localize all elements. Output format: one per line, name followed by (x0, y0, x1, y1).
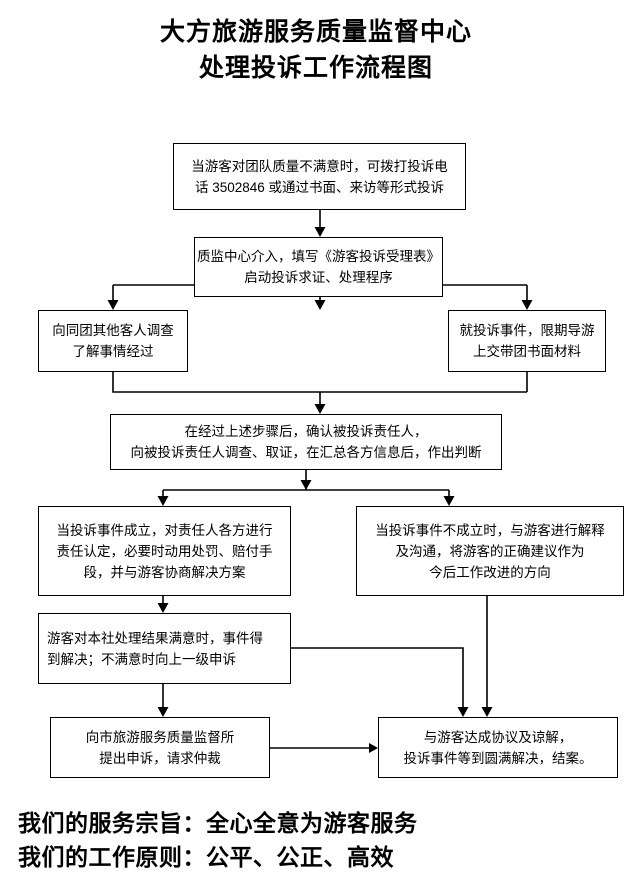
arrowhead-c12 (457, 707, 469, 717)
flow-node-text: 到解决；不满意时向上一级申诉 (47, 651, 236, 667)
arrowhead-c4 (107, 300, 119, 310)
flow-node-n3: 向同团其他客人调查了解事情经过 (38, 310, 188, 372)
arrowhead-c11 (157, 603, 169, 613)
arrowhead-c8 (300, 480, 312, 490)
arrowhead-c1 (314, 227, 326, 237)
flow-node-text: 上交带团书面材料 (473, 344, 581, 359)
flow-node-n5: 在经过上述步骤后，确认被投诉责任人， 向被投诉责任人调查、取证，在汇总各方信息后，… (110, 414, 502, 470)
flow-node-text: 就投诉事件，限期导游 (459, 323, 595, 338)
flow-node-text: 段，并与游客协商解决方案 (83, 564, 246, 580)
arrowhead-c15 (369, 743, 378, 753)
flow-node-n2: 质监中心介入，填写《游客投诉受理表》启动投诉求证、处理程序 (194, 237, 443, 297)
flow-node-n4: 就投诉事件，限期导游上交带团书面材料 (448, 310, 606, 372)
flow-node-text: 责任认定，必要时动用处罚、赔付手 (56, 543, 273, 559)
arrowhead-c14 (157, 707, 169, 717)
flow-node-n1: 当游客对团队质量不满意时，可拨打投诉电话 3502846 或通过书面、来访等形式… (173, 143, 466, 210)
flow-node-text: 当投诉事件成立，对责任人各方进行 (56, 522, 273, 538)
arrowhead-c13 (481, 707, 493, 717)
flow-node-text: 游客对本社处理结果满意时，事件得 (47, 630, 263, 646)
arrowhead-c9 (157, 496, 169, 506)
flow-node-text: 在经过上述步骤后，确认被投诉责任人， (184, 424, 428, 439)
footer-line-1: 我们的服务宗旨：全心全意为游客服务 (18, 810, 418, 836)
flow-node-n10: 与游客达成协议及谅解， 投诉事件等到圆满解决，结案。 (378, 717, 618, 778)
footer-line-2: 我们的工作原则：公平、公正、高效 (18, 844, 394, 870)
flow-node-text: 向被投诉责任人调查、取证，在汇总各方信息后，作出判断 (130, 445, 482, 460)
flow-node-text: 提出申诉，请求仲裁 (99, 750, 221, 766)
flow-node-n7: 当投诉事件不成立时，与游客进行解释及沟通，将游客的正确建议作为今后工作改进的方向 (356, 506, 624, 596)
flow-node-text: 向同团其他客人调查 (52, 323, 174, 338)
flow-node-n9: 向市旅游服务质量监督所提出申诉，请求仲裁 (50, 717, 270, 778)
flow-node-text: 了解事情经过 (72, 344, 154, 359)
flow-node-n8: 游客对本社处理结果满意时，事件得到解决；不满意时向上一级申诉 (38, 613, 291, 684)
flow-node-text: 与游客达成协议及谅解， (423, 729, 573, 745)
arrowhead-c10 (443, 496, 455, 506)
arrowhead-c5 (521, 300, 533, 310)
title-line-1: 大方旅游服务质量监督中心 (159, 18, 472, 46)
page-title: 大方旅游服务质量监督中心 处理投诉工作流程图 (0, 14, 632, 86)
flow-node-text: 质监中心介入，填写《游客投诉受理表》 (197, 249, 440, 264)
flow-node-text: 当投诉事件不成立时，与游客进行解释 (375, 522, 605, 538)
arrowhead-c6 (314, 300, 326, 310)
flow-node-text: 话 3502846 或通过书面、来访等形式投诉 (194, 179, 445, 195)
title-line-2: 处理投诉工作流程图 (198, 54, 433, 82)
flow-node-text: 今后工作改进的方向 (429, 564, 551, 580)
footer-slogans: 我们的服务宗旨：全心全意为游客服务 我们的工作原则：公平、公正、高效 (18, 806, 618, 874)
flow-node-text: 投诉事件等到圆满解决，结案。 (403, 750, 593, 766)
flow-node-text: 及沟通，将游客的正确建议作为 (395, 543, 585, 559)
flow-node-text: 向市旅游服务质量监督所 (85, 729, 235, 745)
arrowhead-c7 (314, 404, 326, 414)
flow-node-n6: 当投诉事件成立，对责任人各方进行责任认定，必要时动用处罚、赔付手段，并与游客协商… (38, 506, 291, 596)
flow-node-text: 当游客对团队质量不满意时，可拨打投诉电 (191, 158, 448, 174)
connector-c12 (291, 647, 464, 712)
connector-c7 (112, 372, 528, 409)
flow-node-text: 启动投诉求证、处理程序 (244, 270, 393, 285)
